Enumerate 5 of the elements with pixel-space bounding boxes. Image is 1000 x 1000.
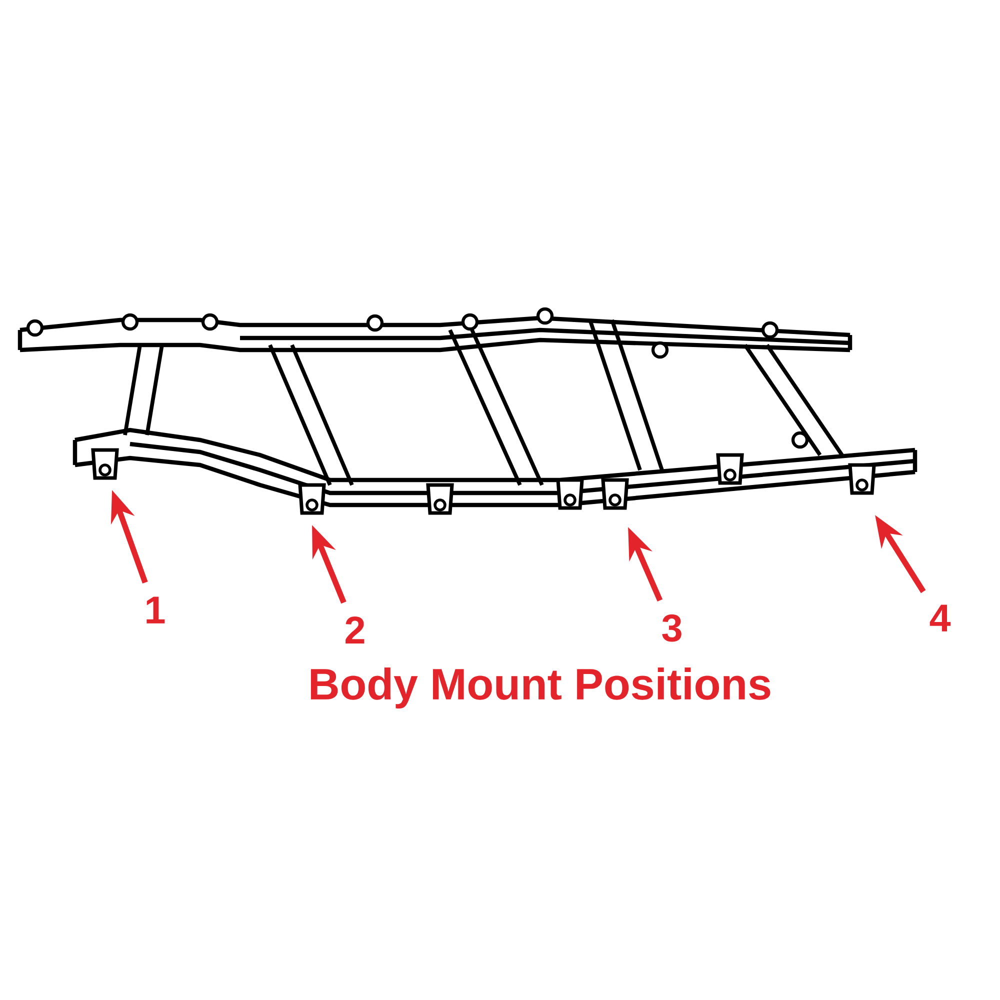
callout-number: 1 <box>146 596 165 624</box>
callout-number: 3 <box>662 614 682 642</box>
caption: Body Mount Positions <box>310 668 770 708</box>
callout-number: 4 <box>930 604 951 632</box>
callout-number: 2 <box>346 616 364 644</box>
